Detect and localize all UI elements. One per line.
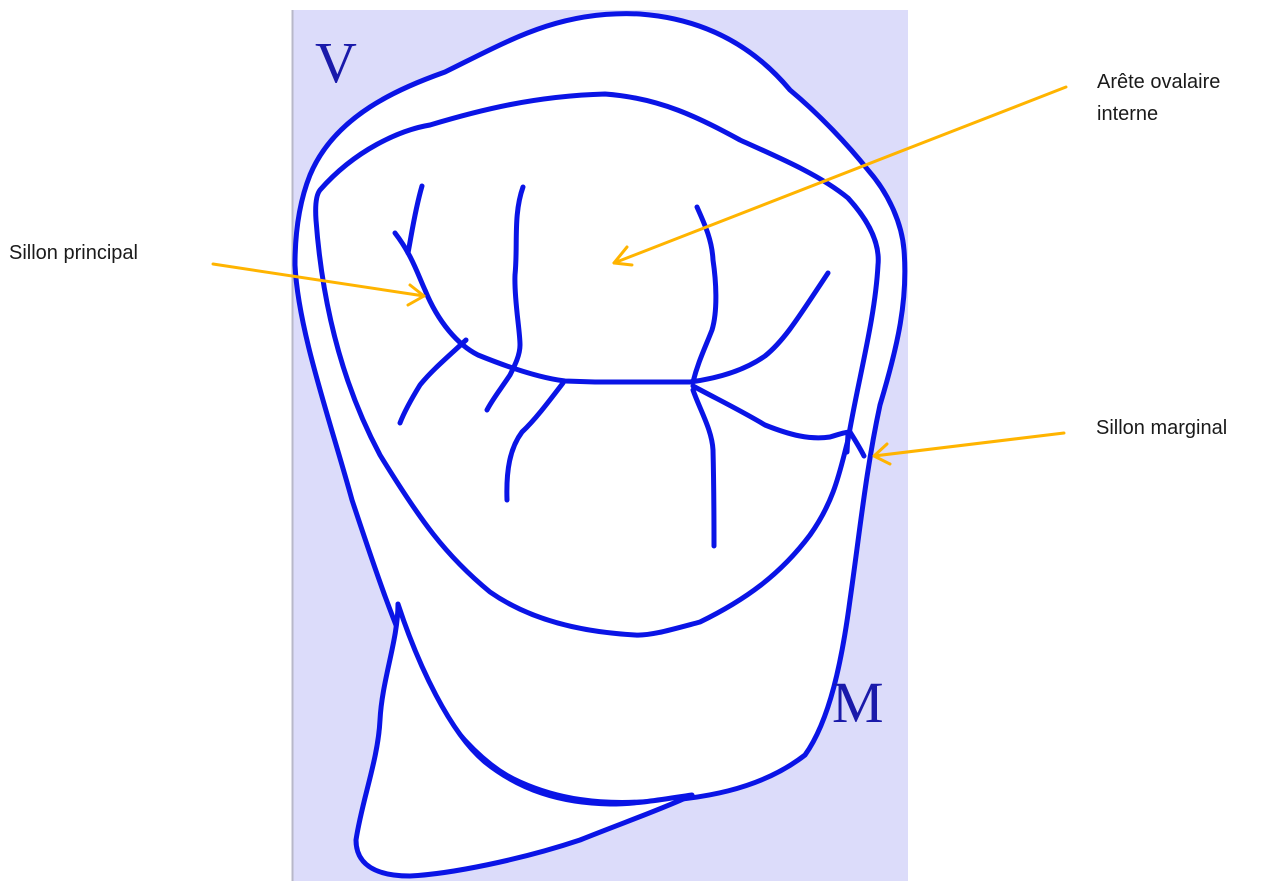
label-vestibular: V	[315, 30, 357, 95]
label-mesial: M	[832, 670, 884, 735]
callout-arete-line-1: Arête ovalaire	[1097, 66, 1220, 98]
callout-marginal-line-1: Sillon marginal	[1096, 412, 1227, 444]
callout-arete-line-2: interne	[1097, 98, 1220, 130]
callout-sillon-marginal: Sillon marginal	[1096, 412, 1227, 444]
marginal-groove-tick	[847, 434, 848, 452]
callout-arete-ovalaire: Arête ovalaire interne	[1097, 66, 1220, 130]
callout-principal-line-1: Sillon principal	[9, 237, 138, 269]
callout-sillon-principal: Sillon principal	[9, 237, 138, 269]
